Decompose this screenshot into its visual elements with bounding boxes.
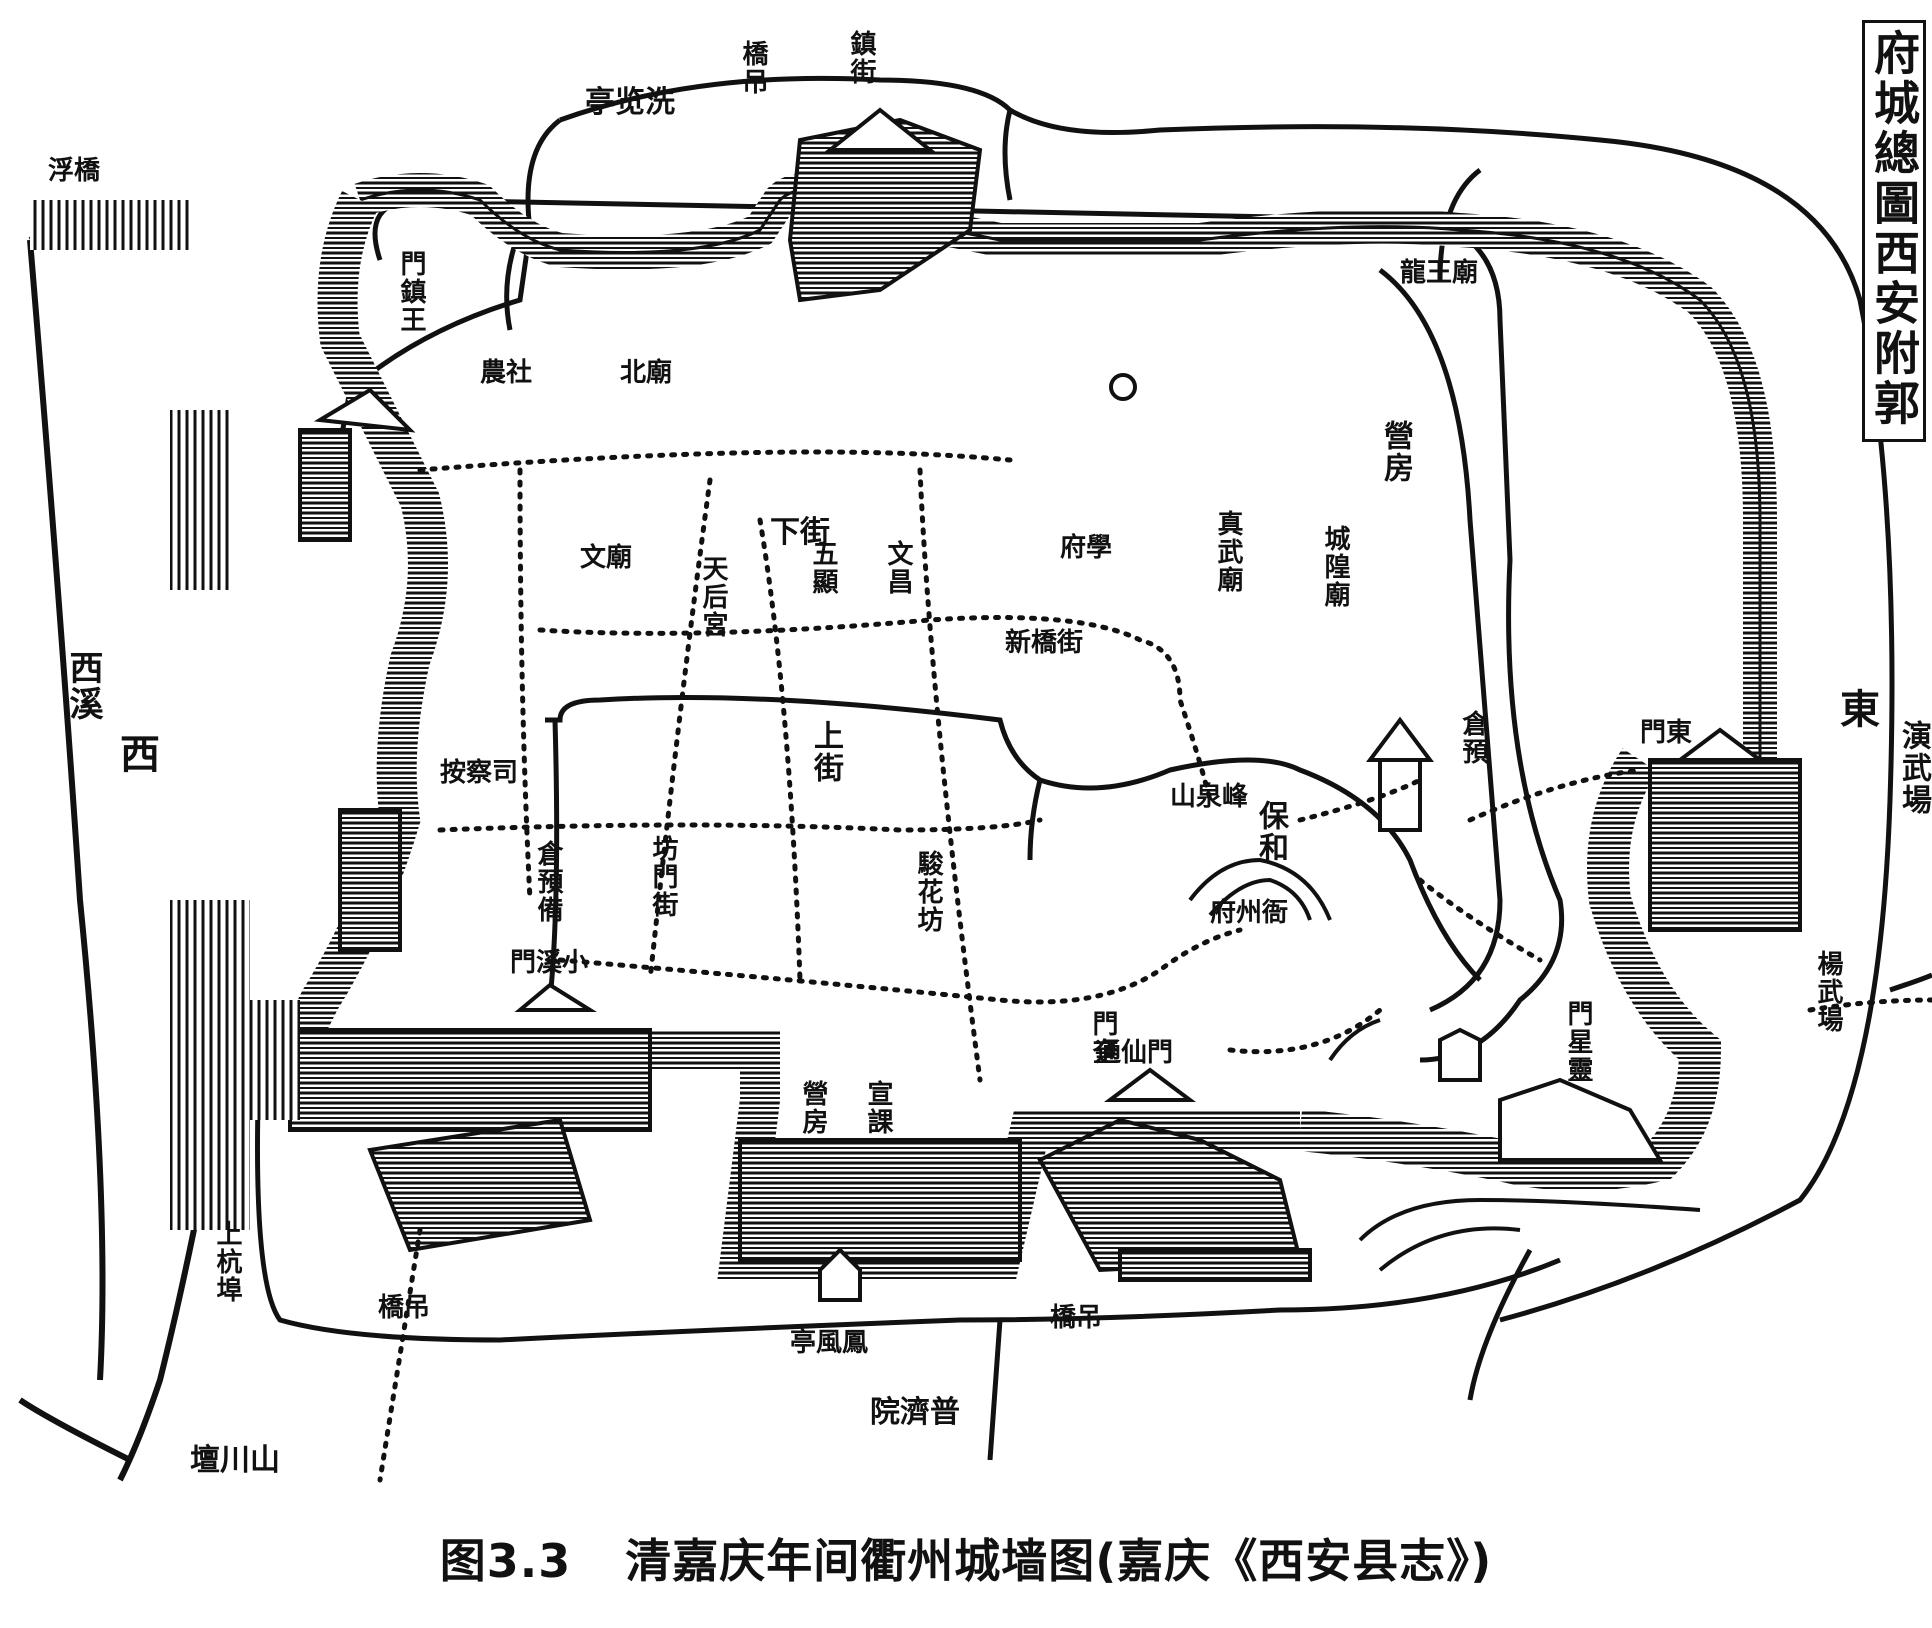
figure-number: 图3.3	[439, 1534, 572, 1588]
label-xin-qiao: 新橋街	[1005, 628, 1084, 658]
label-xiaoximen: 門溪小	[510, 948, 589, 978]
label-zhen-wu: 真武廟	[1213, 510, 1243, 594]
label-dong-men: 門東	[1640, 718, 1693, 748]
label-jun-hua-fang: 駿花坊	[913, 850, 943, 934]
label-fu-zhou-ya: 府州衙	[1210, 898, 1289, 928]
map-title-block: 府城總圖西安附郭	[1862, 20, 1926, 442]
label-wang-men: 門鎮王	[396, 250, 426, 334]
label-ting-feng: 亭風鳳	[790, 1328, 869, 1358]
label-ying-fang-sw: 營房	[798, 1080, 828, 1136]
map-title: 府城總圖西安附郭	[1867, 29, 1921, 429]
label-bei-zhu: 北廟	[620, 358, 673, 388]
label-shan-chuan-tan: 壇川山	[190, 1443, 280, 1478]
label-diaoqiao-south-1: 橋吊	[378, 1293, 431, 1323]
label-diaoqiao-north: 橋吊	[738, 40, 768, 96]
label-shangjie: 上街	[808, 720, 843, 784]
label-xi-xi: 西溪	[63, 650, 103, 722]
label-xi-wu: 五顯	[808, 540, 838, 596]
label-dong: 東	[1840, 686, 1880, 733]
city-wall-map	[18, 75, 1932, 1483]
label-ying-fang-east: 營房	[1378, 420, 1413, 484]
label-xiaotai: 亭览洗	[585, 85, 675, 120]
label-bao-he: 保和	[1253, 800, 1288, 864]
figure-caption-text: 清嘉庆年间衢州城墙图(嘉庆《西安县志》)	[625, 1534, 1493, 1588]
west-river	[18, 217, 243, 1482]
label-shang-hang: 上杭埠	[212, 1220, 242, 1304]
label-xian-shan: 山泉峰	[1170, 782, 1249, 812]
dotted-lanes	[377, 449, 1932, 1483]
label-wen-miao: 文廟	[580, 543, 633, 573]
label-pu-ji-yuan: 院濟普	[870, 1395, 960, 1430]
label-fu-xue: 府學	[1060, 533, 1113, 563]
label-dong-chang: 楊武場	[1813, 950, 1843, 1034]
tower-roofs	[313, 107, 1766, 1302]
label-zhenjie: 鎮街	[846, 30, 876, 86]
label-yanwuchang: 演武場	[1896, 720, 1931, 816]
label-fang-men-jie: 坊門街	[648, 835, 678, 919]
label-an-cha: 按察司	[440, 758, 519, 788]
label-fu-ku: 倉預備	[533, 840, 563, 924]
label-yu-ying: 倉預	[1458, 710, 1488, 766]
label-kui-men: 門奎	[1088, 1010, 1118, 1066]
pond	[1109, 373, 1137, 401]
label-wen-chang: 文昌	[883, 540, 913, 596]
label-xiajie: 下街	[770, 515, 830, 550]
hills	[1188, 857, 1701, 1272]
label-fuqiao: 浮橋	[48, 156, 101, 186]
label-lingxing: 門星靈	[1563, 1000, 1593, 1084]
label-shi-xu: 宣課	[863, 1080, 893, 1136]
figure-caption: 图3.3 清嘉庆年间衢州城墙图(嘉庆《西安县志》)	[0, 1525, 1932, 1591]
sw-wall-block	[288, 1028, 652, 1132]
label-cheng-huang: 城隍廟	[1320, 525, 1350, 609]
label-tong-xian: 通仙門	[1095, 1038, 1174, 1068]
label-nong-fang: 農社	[480, 358, 533, 388]
label-tian-hou: 天后宮	[698, 555, 728, 639]
crenellations	[30, 200, 300, 1230]
gate-bastions	[288, 117, 1802, 1282]
label-xi: 西	[120, 731, 160, 778]
inner-roads	[255, 197, 1565, 1461]
label-diaoqiao-south-2: 橋吊	[1050, 1303, 1103, 1333]
label-long-wang: 龍王廟	[1400, 258, 1479, 288]
